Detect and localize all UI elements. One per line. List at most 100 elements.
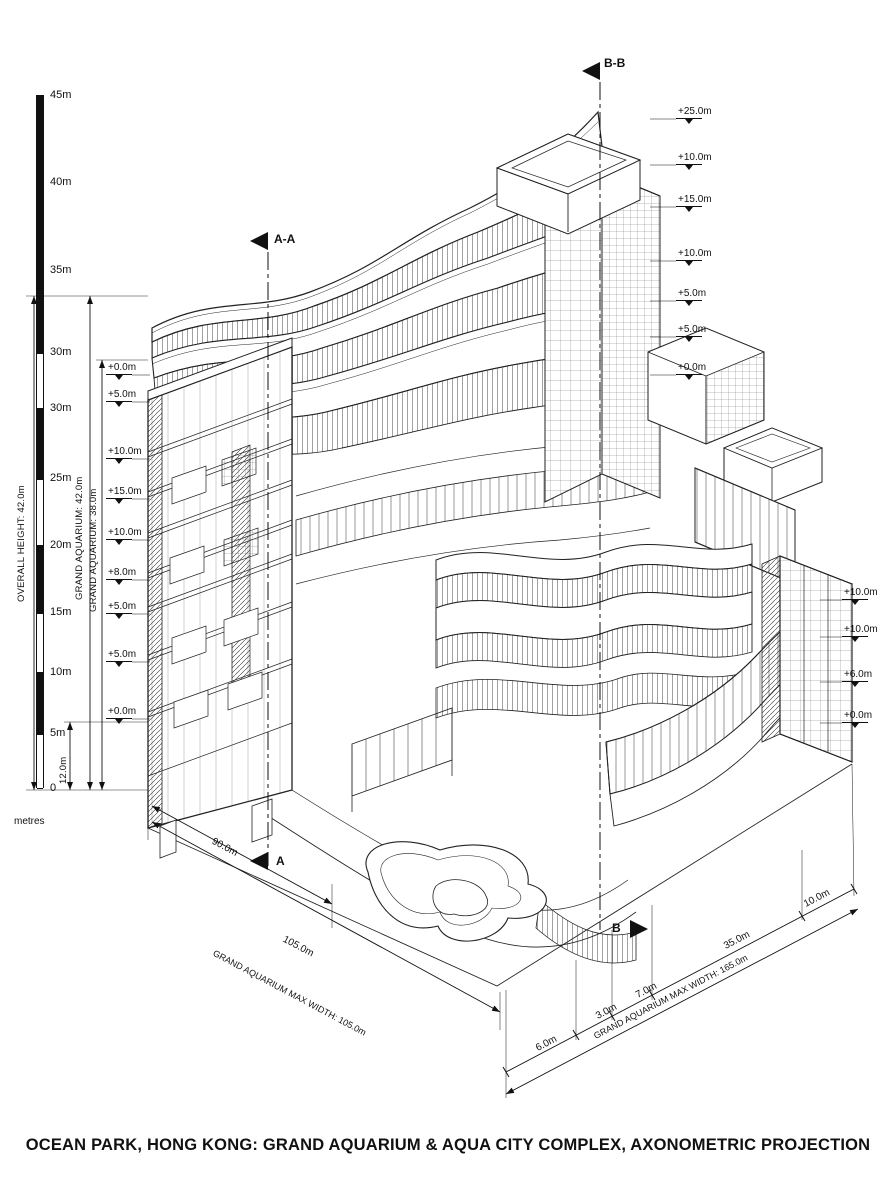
grand-aquarium-38-label: GRAND AQUARIUM: 38.0m <box>88 488 99 612</box>
level-marker-left-7: +5.0m <box>106 601 136 621</box>
section-flag-b-icon <box>630 920 648 938</box>
scale-tick-5m: 5m <box>50 727 66 739</box>
section-label-b: B <box>612 921 621 935</box>
level-datum-icon <box>106 612 132 621</box>
level-datum-icon <box>106 717 132 726</box>
level-marker-left-9: +0.0m <box>106 706 136 726</box>
level-value: +10.0m <box>108 446 142 457</box>
level-marker-left-4: +15.0m <box>106 486 142 506</box>
scale-bar-segment <box>37 271 43 353</box>
podium-height-label: 12.0m <box>58 756 69 784</box>
dimension-lines-left <box>147 796 501 1030</box>
level-value: +10.0m <box>678 152 712 163</box>
level-datum-icon <box>106 400 132 409</box>
grand-aquarium-42-label: GRAND AQUARIUM: 42.0m <box>74 476 85 600</box>
scale-tick-30m-a: 30m <box>50 346 72 358</box>
level-marker-rt-7: +0.0m <box>676 362 706 382</box>
level-datum-icon <box>842 598 868 607</box>
level-datum-icon <box>106 538 132 547</box>
scale-bar-segment <box>37 673 43 734</box>
level-value: +0.0m <box>108 362 137 373</box>
scale-bar-segment <box>37 479 43 546</box>
level-value: +5.0m <box>678 288 707 299</box>
scale-bar-segment <box>37 613 43 673</box>
section-flag-aa-icon <box>250 232 268 250</box>
scale-bar-segment <box>37 96 43 183</box>
plaza-pools <box>261 707 637 948</box>
scale-bar-segment <box>37 734 43 789</box>
level-value: +15.0m <box>678 194 712 205</box>
scale-tick-20m: 20m <box>50 539 72 551</box>
level-marker-left-2: +5.0m <box>106 389 136 409</box>
cascading-canopies <box>435 543 753 719</box>
scale-bar-segment <box>37 409 43 479</box>
scale-tick-30m-b: 30m <box>50 402 72 414</box>
overall-height-label: OVERALL HEIGHT: 42.0m <box>16 485 27 602</box>
level-datum-icon <box>676 205 702 214</box>
level-datum-icon <box>106 373 132 382</box>
level-datum-icon <box>676 335 702 344</box>
level-value: +6.0m <box>844 669 873 680</box>
right-mid-blocks <box>647 327 824 585</box>
level-marker-rs-4: +0.0m <box>842 710 872 730</box>
scale-tick-15m: 15m <box>50 606 72 618</box>
left-block <box>147 337 293 859</box>
section-flag-bb-icon <box>582 62 600 80</box>
level-value: +10.0m <box>844 624 878 635</box>
section-label-bb: B-B <box>604 56 626 70</box>
scale-tick-40m: 40m <box>50 176 72 188</box>
level-datum-icon <box>106 660 132 669</box>
scale-bar-segment <box>37 546 43 613</box>
level-marker-left-5: +10.0m <box>106 527 142 547</box>
level-datum-icon <box>676 117 702 126</box>
level-value: +10.0m <box>678 248 712 259</box>
level-value: +0.0m <box>108 706 137 717</box>
scale-bar <box>36 95 44 789</box>
curved-colonnade <box>605 555 853 827</box>
level-datum-icon <box>842 635 868 644</box>
level-marker-rt-6: +5.0m <box>676 324 706 344</box>
scale-bar-segment <box>37 353 43 409</box>
vertical-dimension-lines <box>26 295 148 791</box>
level-marker-left-3: +10.0m <box>106 446 142 466</box>
level-datum-icon <box>842 680 868 689</box>
rooftop-frame <box>495 133 642 235</box>
level-datum-icon <box>106 578 132 587</box>
level-marker-rt-3: +15.0m <box>676 194 712 214</box>
level-value: +5.0m <box>108 649 137 660</box>
striped-wall <box>535 899 637 964</box>
level-value: +5.0m <box>678 324 707 335</box>
level-marker-rt-2: +10.0m <box>676 152 712 172</box>
scale-tick-0: 0 <box>50 782 57 794</box>
level-value: +25.0m <box>678 106 712 117</box>
level-value: +5.0m <box>108 389 137 400</box>
level-value: +0.0m <box>678 362 707 373</box>
sheet-title: OCEAN PARK, HONG KONG: GRAND AQUARIUM & … <box>25 1136 871 1154</box>
level-datum-icon <box>842 721 868 730</box>
level-marker-rs-1: +10.0m <box>842 587 878 607</box>
section-label-aa: A-A <box>274 232 296 246</box>
level-marker-rt-5: +5.0m <box>676 288 706 308</box>
level-value: +10.0m <box>844 587 878 598</box>
level-value: +15.0m <box>108 486 142 497</box>
level-value: +5.0m <box>108 601 137 612</box>
level-value: +10.0m <box>108 527 142 538</box>
level-datum-icon <box>676 299 702 308</box>
scale-unit-label: metres <box>14 816 45 827</box>
level-datum-icon <box>106 457 132 466</box>
level-datum-icon <box>676 259 702 268</box>
dimension-lines-right <box>502 763 859 1098</box>
scale-tick-10m: 10m <box>50 666 72 678</box>
level-marker-rt-1: +25.0m <box>676 106 712 126</box>
level-datum-icon <box>676 163 702 172</box>
tower <box>544 171 661 503</box>
level-marker-rs-3: +6.0m <box>842 669 872 689</box>
level-value: +0.0m <box>844 710 873 721</box>
scale-tick-35m: 35m <box>50 264 72 276</box>
level-marker-left-1: +0.0m <box>106 362 136 382</box>
level-datum-icon <box>106 497 132 506</box>
level-marker-left-8: +5.0m <box>106 649 136 669</box>
scale-bar-segment <box>37 183 43 271</box>
